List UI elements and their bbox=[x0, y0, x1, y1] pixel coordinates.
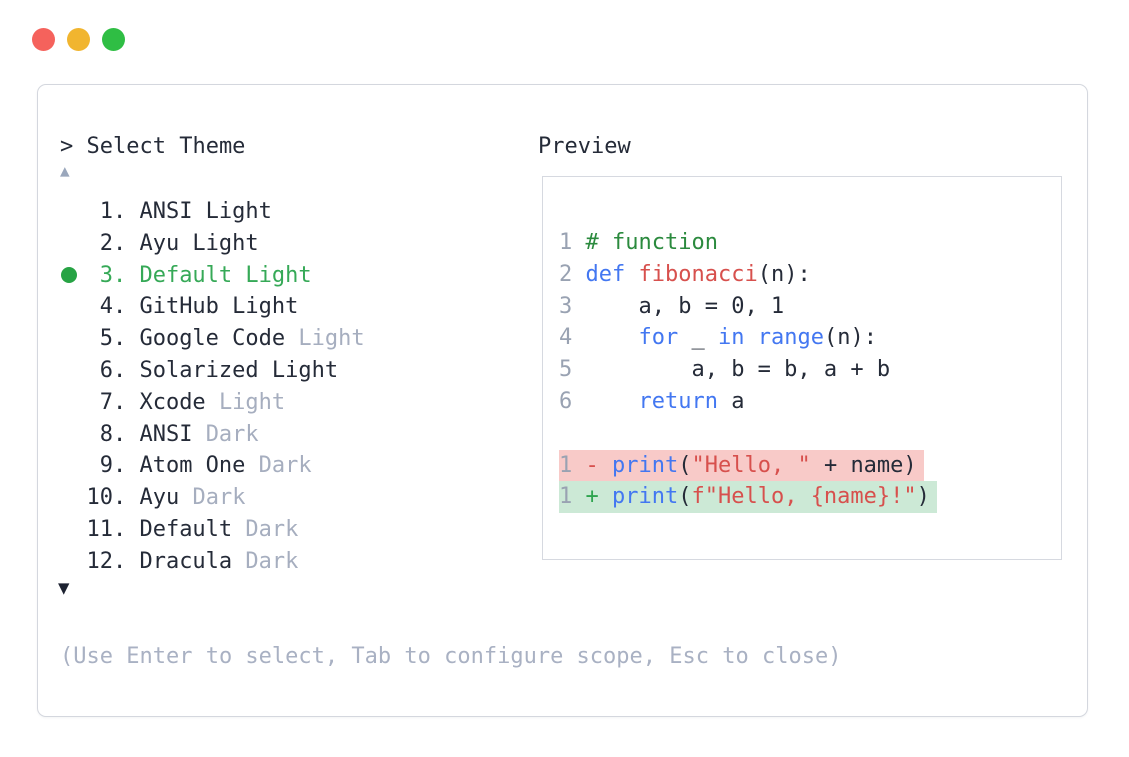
theme-item-label: Default Light bbox=[139, 262, 312, 288]
theme-item-variant: Dark bbox=[192, 485, 246, 511]
selected-dot-icon bbox=[60, 267, 86, 284]
keyboard-hints: (Use Enter to select, Tab to configure s… bbox=[60, 644, 842, 669]
theme-item-label: GitHub Light bbox=[139, 294, 299, 320]
theme-item-label: Ayu Dark bbox=[139, 485, 246, 511]
line-number: 6 bbox=[559, 388, 586, 414]
code-line: 6 return a bbox=[559, 388, 745, 414]
theme-item-number: 2. bbox=[99, 230, 127, 256]
theme-item-variant: Dark bbox=[258, 453, 312, 479]
line-number: 1 bbox=[559, 230, 586, 255]
theme-list-item[interactable]: 3. Default Light bbox=[60, 260, 365, 292]
theme-item-number: 11. bbox=[86, 516, 127, 542]
scroll-down-icon[interactable]: ▼ bbox=[58, 577, 70, 599]
theme-item-label: Google Code Light bbox=[139, 326, 365, 352]
theme-list-item[interactable]: 12. Dracula Dark bbox=[60, 546, 365, 578]
theme-list-item[interactable]: 7. Xcode Light bbox=[60, 387, 365, 419]
theme-list-item[interactable]: 5. Google Code Light bbox=[60, 323, 365, 355]
scroll-up-icon[interactable]: ▲ bbox=[60, 161, 70, 180]
code-line: 3 a, b = 0, 1 bbox=[559, 293, 785, 319]
theme-item-label: ANSI Light bbox=[139, 199, 272, 224]
theme-item-number: 6. bbox=[99, 357, 127, 383]
preview-box: 1 # function 2 def fibonacci(n): 3 a, b = … bbox=[542, 176, 1062, 560]
theme-item-label: Solarized Light bbox=[139, 357, 339, 383]
code-line bbox=[559, 418, 937, 450]
theme-list-item[interactable]: 8. ANSI Dark bbox=[60, 419, 365, 451]
line-number: 1 bbox=[559, 484, 586, 510]
theme-item-number: 12. bbox=[86, 548, 127, 574]
code-line: 4 for _ in range(n): bbox=[559, 325, 877, 351]
theme-list-item[interactable]: 6. Solarized Light bbox=[60, 355, 365, 387]
theme-item-number: 1. bbox=[99, 199, 127, 224]
theme-item-number: 9. bbox=[99, 453, 127, 479]
code-line: 5 a, b = b, a + b bbox=[559, 357, 891, 383]
diff-line-removed: 1 - print("Hello, " + name) bbox=[559, 449, 937, 482]
theme-item-variant: Light bbox=[218, 389, 286, 415]
theme-item-number: 3. bbox=[99, 262, 127, 288]
theme-list-item[interactable]: 1. ANSI Light bbox=[60, 196, 365, 228]
close-button-icon[interactable] bbox=[32, 28, 55, 51]
zoom-button-icon[interactable] bbox=[102, 28, 125, 51]
theme-list-item[interactable]: 10. Ayu Dark bbox=[60, 482, 365, 514]
theme-item-number: 7. bbox=[99, 389, 127, 415]
theme-item-label: ANSI Dark bbox=[139, 421, 259, 447]
theme-list: 1. ANSI Light 2. Ayu Light 3. Default Light 4.… bbox=[60, 196, 365, 578]
code-line: 1 # function bbox=[559, 230, 718, 255]
line-number: 1 bbox=[559, 452, 586, 478]
theme-item-number: 8. bbox=[99, 421, 127, 447]
theme-list-item[interactable]: 4. GitHub Light bbox=[60, 291, 365, 323]
theme-item-variant: Light bbox=[298, 326, 365, 352]
line-number: 5 bbox=[559, 357, 586, 383]
theme-item-label: Dracula Dark bbox=[139, 548, 299, 574]
theme-item-label: Default Dark bbox=[139, 516, 299, 542]
theme-item-variant: Dark bbox=[205, 421, 259, 447]
theme-item-variant: Dark bbox=[245, 548, 299, 574]
line-number: 2 bbox=[559, 261, 586, 287]
theme-item-number: 4. bbox=[99, 294, 127, 320]
diff-line-added: 1 + print(f"Hello, {name}!") bbox=[559, 481, 937, 514]
code-line: 2 def fibonacci(n): bbox=[559, 261, 811, 287]
theme-item-variant: Dark bbox=[245, 516, 299, 542]
picker-title: > Select Theme bbox=[60, 134, 246, 159]
line-number: 3 bbox=[559, 293, 586, 319]
code-preview: 1 # function 2 def fibonacci(n): 3 a, b = … bbox=[559, 227, 937, 514]
theme-item-label: Ayu Light bbox=[139, 230, 259, 256]
theme-list-item[interactable]: 11. Default Dark bbox=[60, 514, 365, 546]
theme-item-number: 5. bbox=[99, 326, 127, 352]
theme-item-label: Xcode Light bbox=[139, 389, 286, 415]
window-controls bbox=[32, 28, 125, 51]
theme-list-item[interactable]: 9. Atom One Dark bbox=[60, 450, 365, 482]
minimize-button-icon[interactable] bbox=[67, 28, 90, 51]
theme-item-label: Atom One Dark bbox=[139, 453, 312, 479]
theme-list-item[interactable]: 2. Ayu Light bbox=[60, 228, 365, 260]
preview-title: Preview bbox=[538, 134, 631, 159]
theme-item-number: 10. bbox=[86, 485, 127, 511]
line-number: 4 bbox=[559, 325, 586, 351]
